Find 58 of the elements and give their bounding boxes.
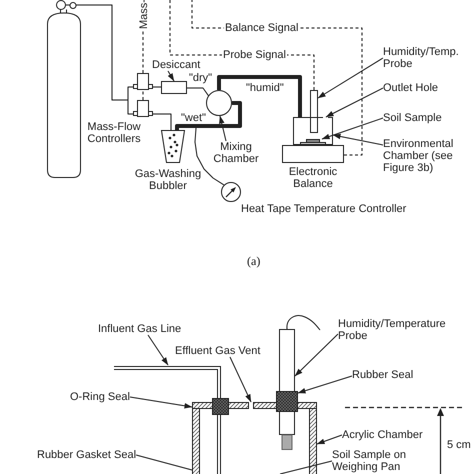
leader-arrow (318, 58, 384, 98)
panel-label: (a) (247, 255, 260, 267)
edge-label: "dry" (188, 72, 214, 84)
gas-cylinder (47, 0, 81, 178)
leader-arrow (219, 115, 226, 142)
callout-label: Mixing Chamber (213, 141, 259, 165)
leader-line (280, 460, 332, 474)
leader-arrow (326, 88, 384, 118)
callout-label: Effluent Gas Vent (175, 345, 260, 357)
edge-label: "wet" (180, 112, 207, 124)
callout-label: O-Ring Seal (70, 391, 130, 403)
component-label: Heat Tape Temperature Controller (241, 203, 406, 215)
humidity-probe (310, 90, 318, 133)
electronic-balance (282, 145, 344, 163)
leader-arrow (148, 334, 168, 366)
gas-line (152, 114, 172, 130)
callout-label: Acrylic Chamber (342, 429, 423, 441)
leader-arrow (316, 434, 342, 444)
leader-arrow (129, 396, 192, 409)
bubbler-flask (161, 130, 185, 163)
leader-arrow (294, 334, 338, 376)
leader-line (136, 454, 192, 470)
callout-label: Humidity/Temp. Probe (383, 46, 461, 70)
acrylic-chamber (192, 402, 317, 474)
flow-controller (133, 100, 153, 117)
leader-arrow (230, 356, 252, 402)
leader-arrow (168, 70, 174, 82)
component-label: Mass-Flow Controllers (86, 121, 142, 145)
callout-label: Desiccant (152, 59, 200, 71)
signal-line (142, 90, 144, 100)
callout-label: Outlet Hole (383, 82, 438, 94)
flow-controller (133, 73, 153, 90)
temperature-gauge (221, 182, 241, 202)
gas-line (152, 86, 162, 88)
callout-label: Humidity/Temperature Probe (338, 318, 456, 342)
gas-line (175, 101, 242, 130)
leader-arrow (322, 118, 384, 140)
edge-label: Balance Signal (224, 22, 300, 34)
component-label: Electronic Balance (288, 166, 338, 190)
environmental-chamber (293, 117, 333, 145)
callout-label: Soil Sample (383, 112, 442, 124)
callout-label: Soil Sample on Weighing Pan (332, 449, 412, 473)
heater-wire (194, 128, 224, 186)
component-label: Gas-Washing Bubbler (134, 168, 202, 192)
dimension-label: 5 cm (447, 439, 471, 451)
callout-label: Rubber Gasket Seal (37, 449, 136, 461)
gas-line (217, 75, 302, 117)
rubber-seal (276, 391, 298, 412)
callout-label: Rubber Seal (352, 369, 414, 381)
leader-arrow (298, 376, 352, 394)
desiccant-tube (161, 81, 187, 94)
mixing-chamber (206, 90, 232, 116)
callout-label: Influent Gas Line (98, 323, 182, 335)
leader-arrow (332, 134, 384, 146)
callout-label: Environmental Chamber (see Figure 3b) (383, 138, 463, 174)
edge-label: Probe Signal (222, 49, 287, 61)
gas-line (186, 88, 209, 96)
edge-label: "humid" (245, 82, 285, 94)
